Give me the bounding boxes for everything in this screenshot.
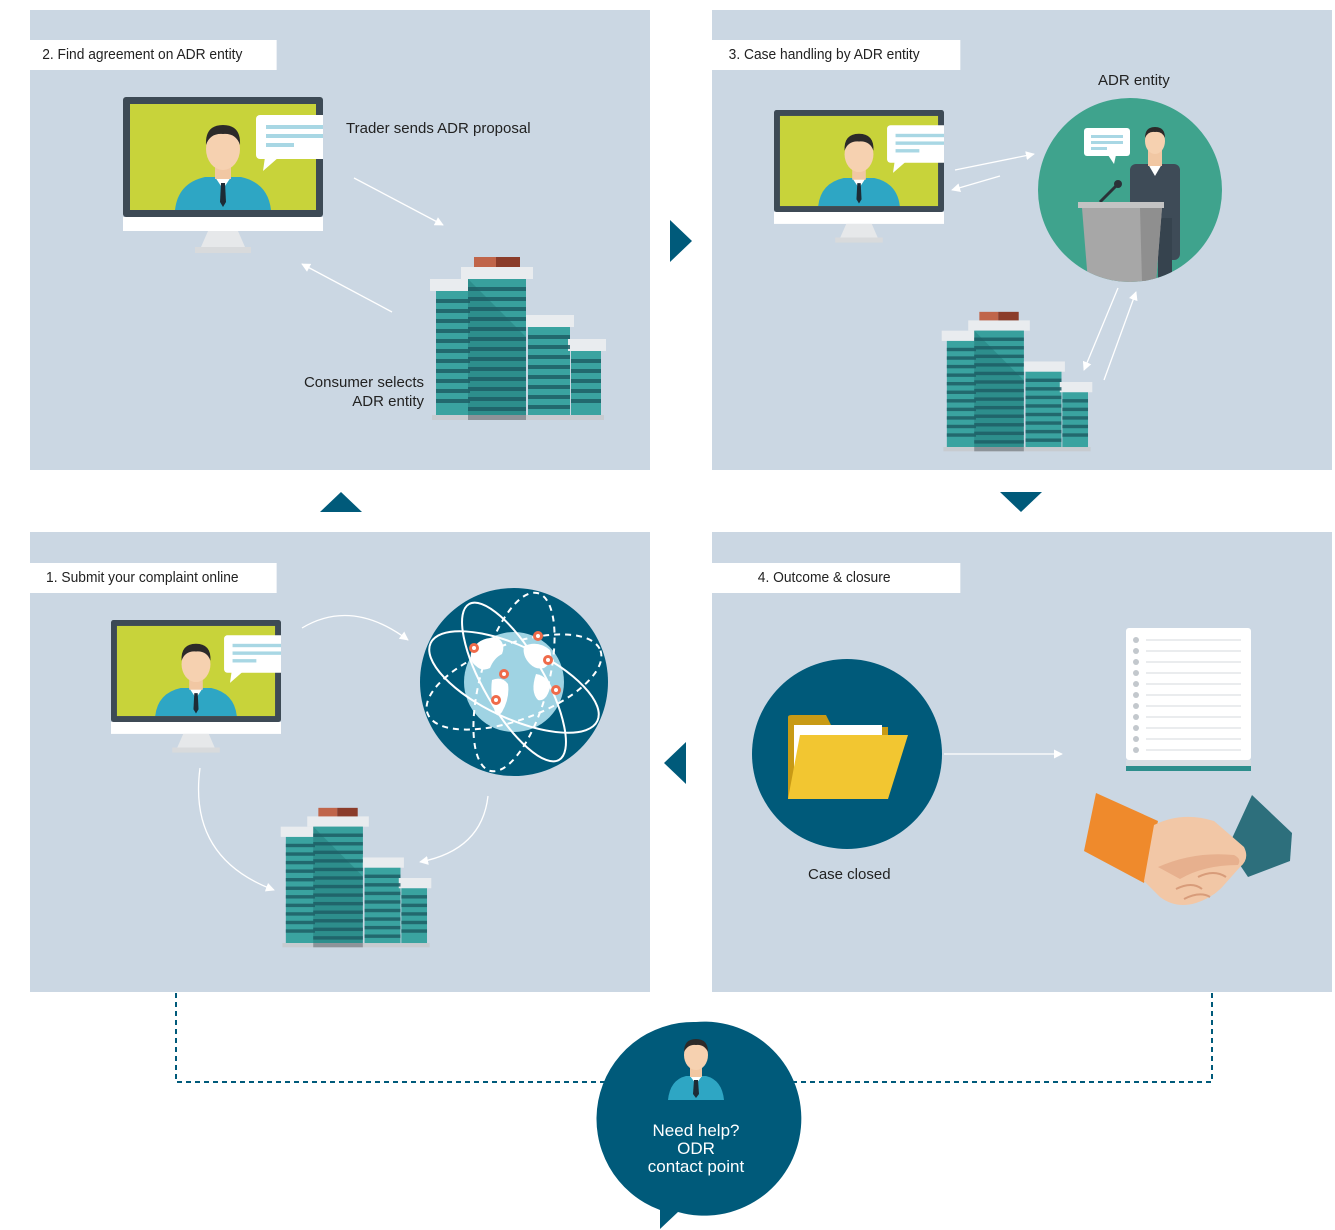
consumer-selects-label: Consumer selects ADR entity bbox=[262, 373, 424, 411]
folder-icon bbox=[752, 659, 942, 849]
case-closed-label: Case closed bbox=[808, 866, 891, 883]
adr-entity-label: ADR entity bbox=[1098, 72, 1170, 89]
person-avatar-icon bbox=[668, 1039, 724, 1100]
handshake-icon bbox=[1084, 793, 1292, 905]
speaker-podium-icon bbox=[1038, 98, 1222, 282]
help-line-1: Need help? bbox=[652, 1121, 740, 1140]
help-line-3: contact point bbox=[647, 1157, 745, 1176]
consumer-selects-line2: ADR entity bbox=[352, 393, 424, 410]
consumer-selects-line1: Consumer selects bbox=[303, 374, 424, 391]
panel-title-outcome: 4. Outcome & closure bbox=[688, 563, 961, 593]
trader-proposal-label: Trader sends ADR proposal bbox=[346, 120, 531, 137]
help-bubble[interactable] bbox=[596, 1021, 802, 1230]
panel-title-case-handling: 3. Case handling by ADR entity bbox=[688, 40, 961, 70]
panel-title-find-agreement: 2. Find agreement on ADR entity bbox=[8, 40, 277, 70]
help-text: Need help? ODR contact point bbox=[616, 1122, 776, 1176]
document-icon bbox=[1126, 628, 1251, 771]
help-line-2: ODR bbox=[677, 1139, 715, 1158]
panel-title-submit: 1. Submit your complaint online bbox=[8, 563, 277, 593]
globe-network-icon bbox=[420, 588, 608, 776]
